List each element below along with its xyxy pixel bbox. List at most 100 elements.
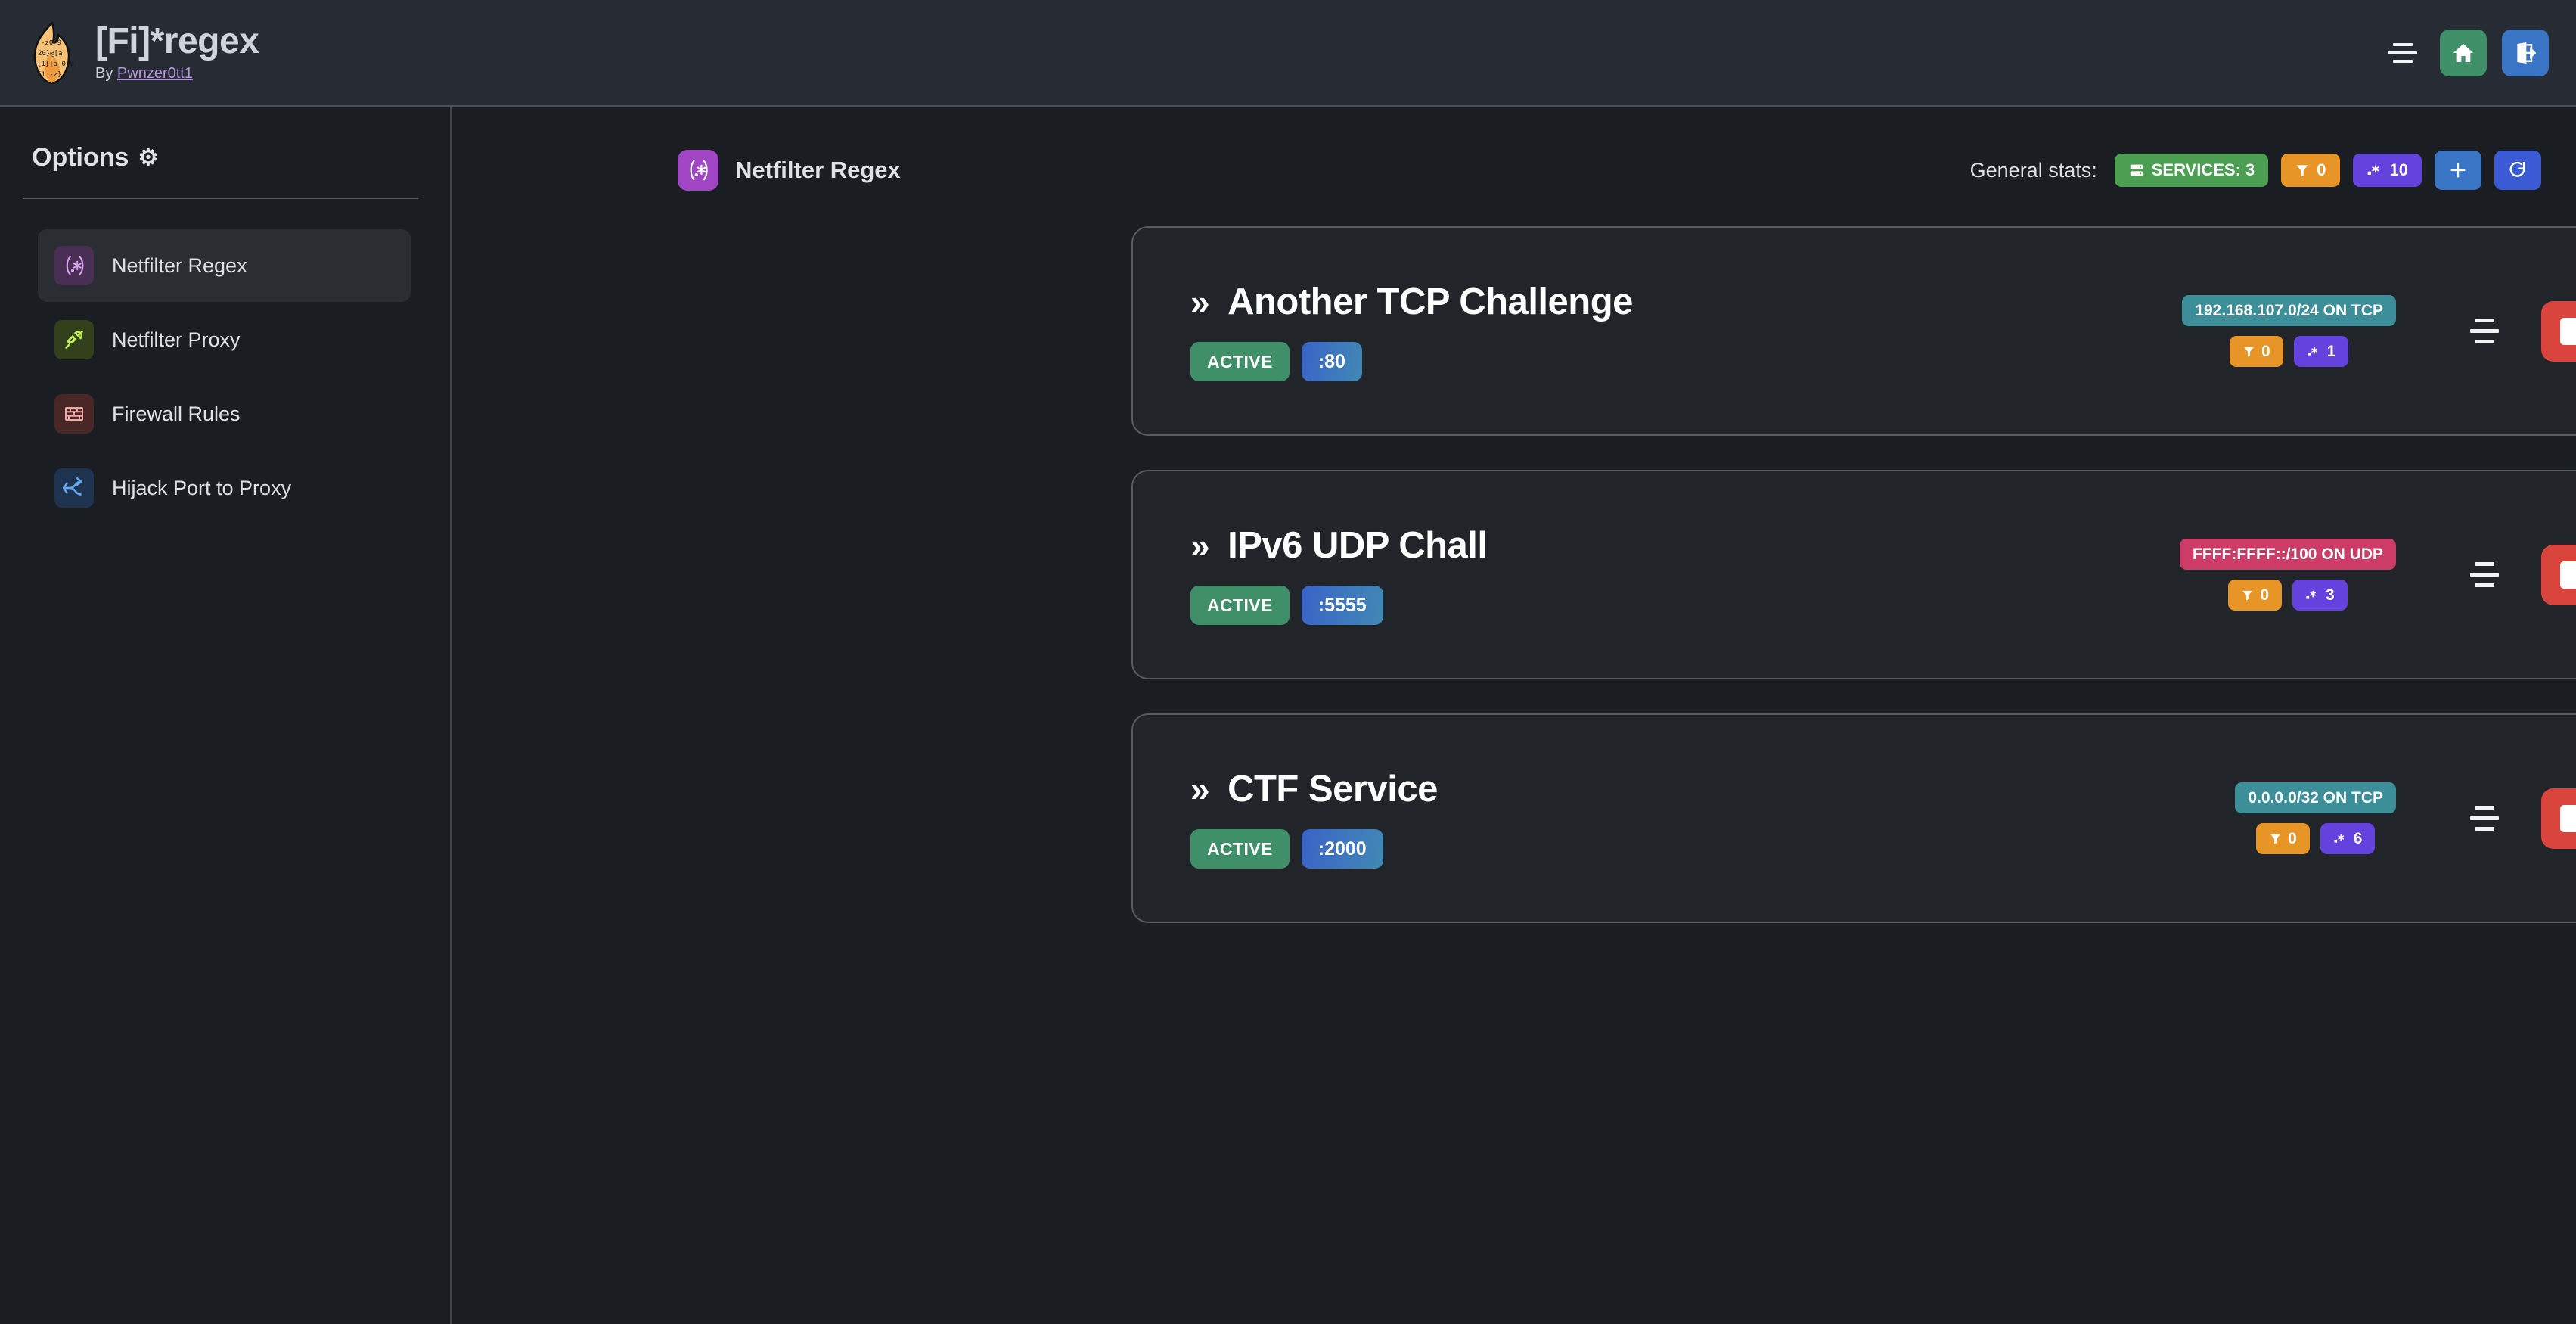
service-name-row: » CTF Service	[1190, 768, 1438, 810]
gear-icon: ⚙	[138, 145, 159, 170]
stat-filters-count: 0	[2317, 160, 2326, 179]
counters: 0 6	[2256, 823, 2376, 854]
counters: 0 1	[2229, 336, 2349, 367]
server-icon	[2130, 164, 2143, 176]
status-badge: ACTIVE	[1190, 342, 1290, 381]
route-split-icon	[54, 468, 94, 508]
stat-regexes-badge: 10	[2352, 154, 2422, 187]
add-service-button[interactable]	[2435, 151, 2481, 190]
service-card[interactable]: » IPv6 UDP Chall ACTIVE :5555 FFFF:FFFF:…	[1131, 470, 2576, 679]
regexes-badge: 6	[2320, 823, 2376, 854]
network-badge: 192.168.107.0/24 ON TCP	[2182, 295, 2396, 326]
sidebar-item-firewall-rules[interactable]: Firewall Rules	[38, 378, 411, 450]
double-chevron-icon: »	[1190, 769, 1210, 809]
sidebar-item-hijack-port-to-proxy[interactable]: Hijack Port to Proxy	[38, 452, 411, 524]
service-name: Another TCP Challenge	[1227, 281, 1633, 322]
funnel-icon	[2296, 165, 2308, 177]
main-content: Netfilter Regex General stats: SERVICES:…	[453, 107, 2576, 1324]
port-badge: :2000	[1301, 829, 1383, 869]
stat-services-badge: SERVICES: 3	[2114, 154, 2269, 187]
home-button[interactable]	[2440, 29, 2487, 76]
plus-icon	[2450, 163, 2466, 178]
hamburger-icon[interactable]	[2463, 309, 2506, 353]
port-badge: :5555	[1301, 586, 1383, 625]
filters-badge: 0	[2256, 823, 2310, 854]
sidebar-item-netfilter-regex[interactable]: Netfilter Regex	[38, 229, 411, 302]
svg-text:-z0-9: -z0-9	[41, 39, 61, 47]
service-info: » CTF Service ACTIVE :2000	[1133, 768, 1438, 869]
hamburger-icon[interactable]	[2463, 553, 2506, 597]
funnel-icon	[2244, 347, 2254, 357]
service-name: IPv6 UDP Chall	[1227, 525, 1488, 566]
service-controls: 192.168.107.0/24 ON TCP 0 1	[2182, 295, 2576, 367]
status-badge: ACTIVE	[1190, 586, 1290, 625]
regexes-count: 3	[2326, 586, 2335, 604]
stop-icon	[2560, 561, 2576, 589]
hamburger-icon[interactable]	[2463, 797, 2506, 841]
sidebar-title: Options	[32, 143, 129, 172]
page-title: Netfilter Regex	[735, 157, 901, 183]
service-badges: ACTIVE :5555	[1190, 586, 1488, 625]
regex-icon	[54, 246, 94, 285]
filters-badge: 0	[2229, 336, 2283, 367]
service-card[interactable]: » Another TCP Challenge ACTIVE :80 192.1…	[1131, 226, 2576, 436]
sidebar-item-label: Hijack Port to Proxy	[112, 476, 292, 499]
logout-button[interactable]	[2502, 29, 2549, 76]
app-author-line: By Pwnzer0tt1	[95, 65, 259, 82]
filters-count: 0	[2261, 342, 2270, 360]
network-badge: 0.0.0.0/32 ON TCP	[2235, 782, 2396, 813]
home-icon	[2453, 43, 2474, 62]
stat-filters-badge: 0	[2281, 154, 2340, 187]
service-name: CTF Service	[1227, 769, 1438, 810]
service-name-row: » IPv6 UDP Chall	[1190, 524, 1488, 567]
sidebar-item-label: Netfilter Regex	[112, 253, 247, 277]
regex-dot-star-icon	[2367, 165, 2379, 175]
stop-button[interactable]	[2541, 300, 2576, 362]
filters-badge: 0	[2228, 580, 2282, 611]
service-list: » Another TCP Challenge ACTIVE :80 192.1…	[453, 226, 2576, 923]
refresh-button[interactable]	[2494, 151, 2541, 190]
funnel-icon	[2242, 590, 2253, 601]
hamburger-icon[interactable]	[2381, 31, 2425, 75]
stop-button[interactable]	[2541, 544, 2576, 605]
stop-icon	[2560, 804, 2576, 832]
regex-dot-star-icon	[2334, 834, 2344, 843]
filters-count: 0	[2288, 829, 2297, 847]
filters-count: 0	[2260, 586, 2269, 604]
regex-dot-star-icon	[2308, 347, 2317, 356]
general-stats-label: General stats:	[1969, 158, 2097, 182]
service-name-row: » Another TCP Challenge	[1190, 281, 1633, 323]
page-header: Netfilter Regex General stats: SERVICES:…	[453, 150, 2576, 191]
stat-regexes-count: 10	[2389, 160, 2408, 179]
sidebar-item-netfilter-proxy[interactable]: Netfilter Proxy	[38, 303, 411, 376]
sidebar-item-label: Firewall Rules	[112, 402, 241, 425]
port-badge: :80	[1301, 342, 1362, 381]
service-badges: ACTIVE :2000	[1190, 829, 1438, 869]
sidebar: Options ⚙ Netfilter Regex	[0, 107, 452, 1324]
svg-text:{1 -z}: {1 -z}	[37, 71, 62, 79]
svg-text:20}@[a: 20}@[a	[38, 50, 63, 57]
author-link[interactable]: Pwnzer0tt1	[116, 65, 193, 82]
regexes-badge: 3	[2292, 580, 2348, 611]
stat-services-label: SERVICES: 3	[2151, 160, 2255, 179]
svg-text:{1}|a 0-9]: {1}|a 0-9]	[37, 61, 76, 68]
counters: 0 3	[2228, 580, 2348, 611]
stop-button[interactable]	[2541, 788, 2576, 849]
regex-dot-star-icon	[2306, 590, 2317, 599]
double-chevron-icon: »	[1190, 526, 1210, 565]
regexes-count: 1	[2326, 342, 2336, 360]
service-card[interactable]: » CTF Service ACTIVE :2000 0.0.0.0/32 ON…	[1131, 713, 2576, 923]
brick-wall-icon	[54, 394, 94, 434]
service-controls: FFFF:FFFF::/100 ON UDP 0 3	[2180, 539, 2576, 611]
network-info: 192.168.107.0/24 ON TCP 0 1	[2182, 295, 2396, 367]
regexes-badge: 1	[2293, 336, 2349, 367]
regex-icon	[678, 150, 718, 191]
double-chevron-icon: »	[1190, 282, 1210, 322]
sidebar-title-row: Options ⚙	[32, 143, 450, 172]
app-header: -z0-9 20}@[a {1}|a 0-9] {1 -z} [Fi]*rege…	[0, 0, 2576, 107]
general-stats: General stats: SERVICES: 3 0 10	[1970, 151, 2541, 190]
regexes-count: 6	[2353, 829, 2363, 847]
stop-icon	[2560, 317, 2576, 345]
network-badge: FFFF:FFFF::/100 ON UDP	[2180, 539, 2396, 570]
service-badges: ACTIVE :80	[1190, 342, 1633, 381]
